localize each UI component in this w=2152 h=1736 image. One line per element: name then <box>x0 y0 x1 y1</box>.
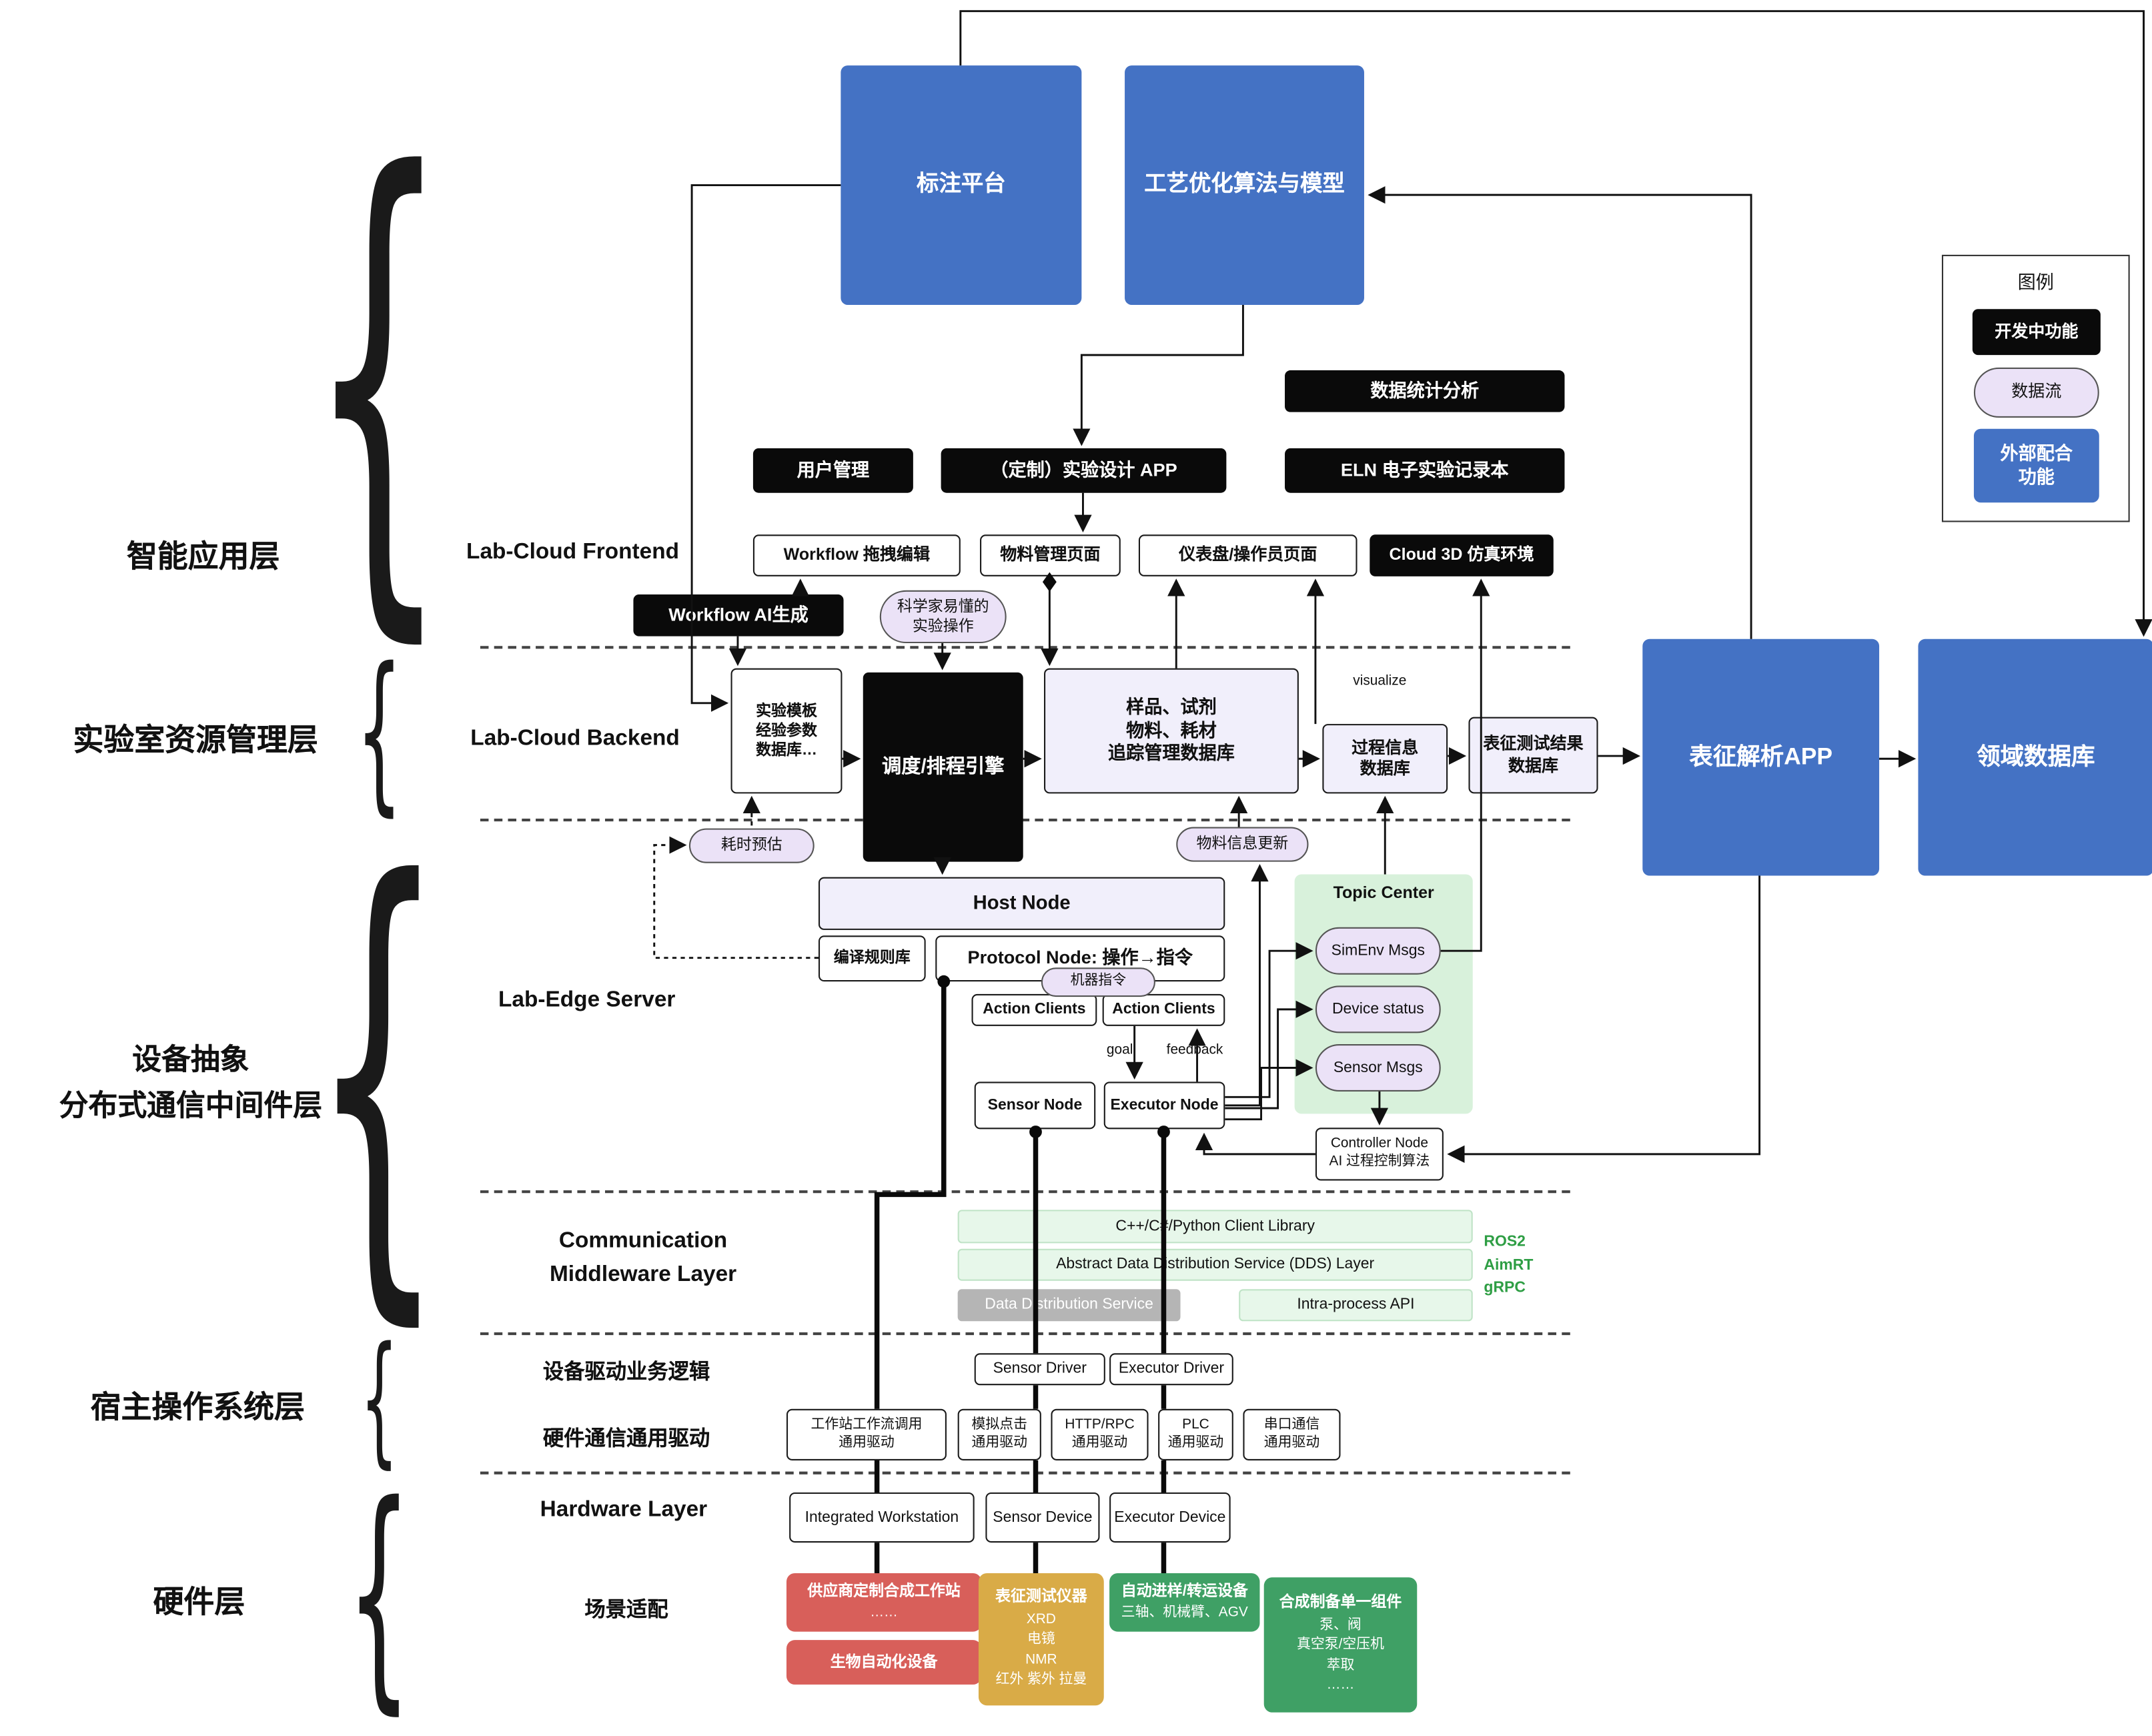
label-visualize: visualize <box>1353 673 1407 689</box>
node-custom-experiment-design-app: （定制）实验设计 APP <box>941 448 1227 493</box>
section-label-driver-logic: 设备驱动业务逻辑 <box>542 1360 710 1384</box>
legend-item-external: 外部配合 功能 <box>1973 428 2099 503</box>
node-experiment-template-db: 实验模板 经验参数 数据库… <box>730 668 843 794</box>
label-middleware-protocols: ROS2 AimRT gRPC <box>1484 1233 1534 1296</box>
transfer-equipment-title: 自动进样/转运设备 <box>1121 1582 1248 1599</box>
node-eln: ELN 电子实验记录本 <box>1285 448 1565 493</box>
node-characterization-instruments: 表征测试仪器 XRD 电镜 NMR 红外 紫外 拉曼 <box>978 1573 1104 1706</box>
characterization-instruments-title: 表征测试仪器 <box>995 1589 1087 1606</box>
node-bio-automation: 生物自动化设备 <box>786 1640 982 1685</box>
node-sensor-device: Sensor Device <box>985 1492 1100 1543</box>
pill-material-info-update: 物料信息更新 <box>1176 827 1309 862</box>
vendor-workstation-lines: …… <box>870 1605 898 1621</box>
node-vendor-workstation: 供应商定制合成工作站 …… <box>786 1573 982 1632</box>
node-workflow-drag-editor: Workflow 拖拽编辑 <box>752 534 961 576</box>
section-label-frontend: Lab-Cloud Frontend <box>466 540 680 564</box>
node-compile-rule-lib: 编译规则库 <box>818 935 926 982</box>
node-driver-click: 模拟点击 通用驱动 <box>957 1408 1041 1460</box>
section-label-middleware: Communication Middleware Layer <box>549 1229 737 1287</box>
node-client-library: C++/C#/Python Client Library <box>957 1210 1473 1244</box>
characterization-instruments-lines: XRD 电镜 NMR 红外 紫外 拉曼 <box>995 1611 1087 1688</box>
node-integrated-workstation: Integrated Workstation <box>789 1492 975 1543</box>
legend-title: 图例 <box>2017 271 2054 293</box>
node-executor-driver: Executor Driver <box>1109 1353 1233 1386</box>
node-process-info-db: 过程信息 数据库 <box>1322 724 1448 794</box>
node-data-statistics: 数据统计分析 <box>1285 370 1565 412</box>
node-intra-process-api: Intra-process API <box>1239 1289 1473 1322</box>
section-label-hw-comm-driver: 硬件通信通用驱动 <box>542 1426 710 1451</box>
node-driver-serial: 串口通信 通用驱动 <box>1243 1408 1341 1460</box>
synthesis-components-title: 合成制备单一组件 <box>1279 1595 1402 1612</box>
pill-device-status: Device status <box>1315 985 1441 1033</box>
layer-separator <box>480 646 1570 649</box>
node-characterization-result-db: 表征测试结果 数据库 <box>1468 717 1598 794</box>
pill-sensor-msgs: Sensor Msgs <box>1315 1044 1441 1092</box>
node-executor-device: Executor Device <box>1109 1492 1231 1543</box>
pill-time-estimate: 耗时预估 <box>688 828 815 863</box>
node-driver-workstation: 工作站工作流调用 通用驱动 <box>786 1408 947 1460</box>
node-cloud-3d-simulation: Cloud 3D 仿真环境 <box>1370 534 1554 576</box>
node-sensor-node: Sensor Node <box>974 1081 1096 1130</box>
section-label-scene-adaptation: 场景适配 <box>584 1598 668 1623</box>
node-material-management-page: 物料管理页面 <box>980 534 1121 576</box>
layer-separator <box>480 1471 1570 1474</box>
section-label-backend: Lab-Cloud Backend <box>470 727 680 751</box>
node-sensor-driver: Sensor Driver <box>974 1353 1105 1386</box>
node-host-node: Host Node <box>818 877 1225 930</box>
pill-simenv-msgs: SimEnv Msgs <box>1315 927 1441 975</box>
node-characterization-analysis-app: 表征解析APP <box>1642 638 1880 876</box>
node-scheduling-engine: 调度/排程引擎 <box>863 672 1023 862</box>
label-goal: goal <box>1106 1042 1133 1058</box>
brace-hostos-layer <box>342 1327 415 1474</box>
layer-label-hardware: 硬件层 <box>153 1584 245 1619</box>
node-driver-plc: PLC 通用驱动 <box>1158 1408 1233 1460</box>
topic-center-title: Topic Center <box>1333 882 1434 903</box>
layer-label-app: 智能应用层 <box>126 538 280 574</box>
legend: 图例 开发中功能 数据流 外部配合 功能 <box>1941 254 2130 522</box>
node-domain-database: 领域数据库 <box>1918 638 2152 876</box>
pill-scientist-friendly-ops: 科学家易懂的 实验操作 <box>879 590 1007 644</box>
vendor-workstation-title: 供应商定制合成工作站 <box>807 1582 961 1599</box>
node-action-clients-right: Action Clients <box>1102 993 1225 1026</box>
brace-app-layer <box>342 105 415 648</box>
layer-separator <box>480 1332 1570 1336</box>
node-action-clients-left: Action Clients <box>971 993 1097 1026</box>
node-dds-service: Data Distribution Service <box>957 1289 1181 1322</box>
layer-label-device: 设备抽象 分布式通信中间件层 <box>59 1044 323 1122</box>
legend-item-dataflow: 数据流 <box>1973 367 2099 418</box>
node-transfer-equipment: 自动进样/转运设备 三轴、机械臂、AGV <box>1109 1573 1260 1632</box>
legend-item-developing: 开发中功能 <box>1972 309 2101 356</box>
layer-separator <box>480 1190 1570 1194</box>
synthesis-components-lines: 泵、阀 真空泵/空压机 萃取 …… <box>1296 1617 1384 1693</box>
node-annotation-platform: 标注平台 <box>841 65 1082 305</box>
layer-label-hostos: 宿主操作系统层 <box>90 1389 305 1424</box>
transfer-equipment-lines: 三轴、机械臂、AGV <box>1121 1605 1248 1621</box>
section-label-edge-server: Lab-Edge Server <box>498 988 676 1013</box>
node-driver-http-rpc: HTTP/RPC 通用驱动 <box>1051 1408 1149 1460</box>
layer-separator <box>480 818 1570 822</box>
node-workflow-ai-generation: Workflow AI生成 <box>633 594 844 636</box>
node-sample-tracking-db: 样品、试剂 物料、耗材 追踪管理数据库 <box>1044 668 1299 794</box>
node-process-optimization-model: 工艺优化算法与模型 <box>1125 65 1364 305</box>
layer-label-resource: 实验室资源管理层 <box>73 722 318 758</box>
node-dds-abstract-layer: Abstract Data Distribution Service (DDS)… <box>957 1248 1473 1281</box>
pill-machine-command: 机器指令 <box>1041 967 1155 997</box>
node-executor-node: Executor Node <box>1103 1081 1225 1130</box>
label-feedback: feedback <box>1166 1042 1223 1058</box>
node-controller-node: Controller Node AI 过程控制算法 <box>1315 1128 1444 1181</box>
node-dashboard-operator-page: 仪表盘/操作员页面 <box>1138 534 1358 576</box>
section-label-hardware: Hardware Layer <box>540 1498 708 1522</box>
brace-hardware-layer <box>342 1470 415 1721</box>
node-user-management: 用户管理 <box>752 448 913 493</box>
node-synthesis-components: 合成制备单一组件 泵、阀 真空泵/空压机 萃取 …… <box>1263 1577 1418 1713</box>
